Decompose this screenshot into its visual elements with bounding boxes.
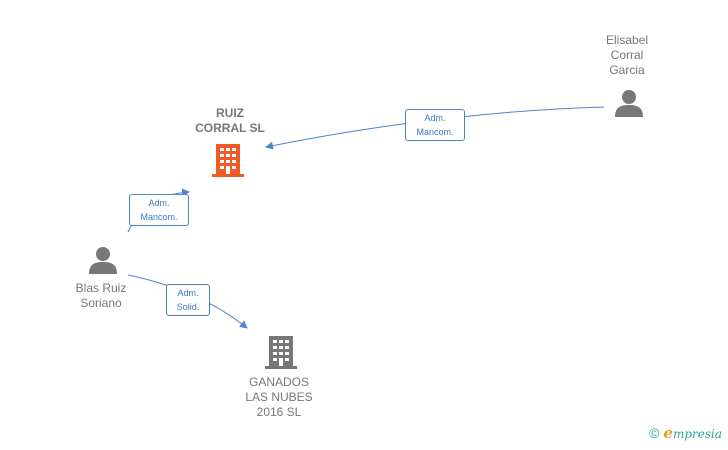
company-label-ruiz-corral: RUIZ CORRAL SL <box>195 106 265 135</box>
edge-label-blas-ruiz-corral: Adm. Mancom. <box>129 194 189 226</box>
person-label-elisabel: Elisabel Corral Garcia <box>605 33 649 77</box>
person-label-blas: Blas Ruiz Soriano <box>75 281 127 310</box>
copyright-icon: © <box>649 425 660 441</box>
building-icon[interactable] <box>264 334 298 370</box>
brand-logo: empresia <box>663 424 722 442</box>
building-icon[interactable] <box>211 142 245 178</box>
empresia-watermark: © empresia <box>649 424 722 442</box>
person-icon[interactable] <box>614 88 644 118</box>
person-icon[interactable] <box>88 245 118 275</box>
edge-label-blas-ganados: Adm. Solid. <box>166 284 210 316</box>
edge-label-elisabel-ruiz-corral: Adm. Mancom. <box>405 109 465 141</box>
company-label-ganados: GANADOS LAS NUBES 2016 SL <box>245 375 313 419</box>
